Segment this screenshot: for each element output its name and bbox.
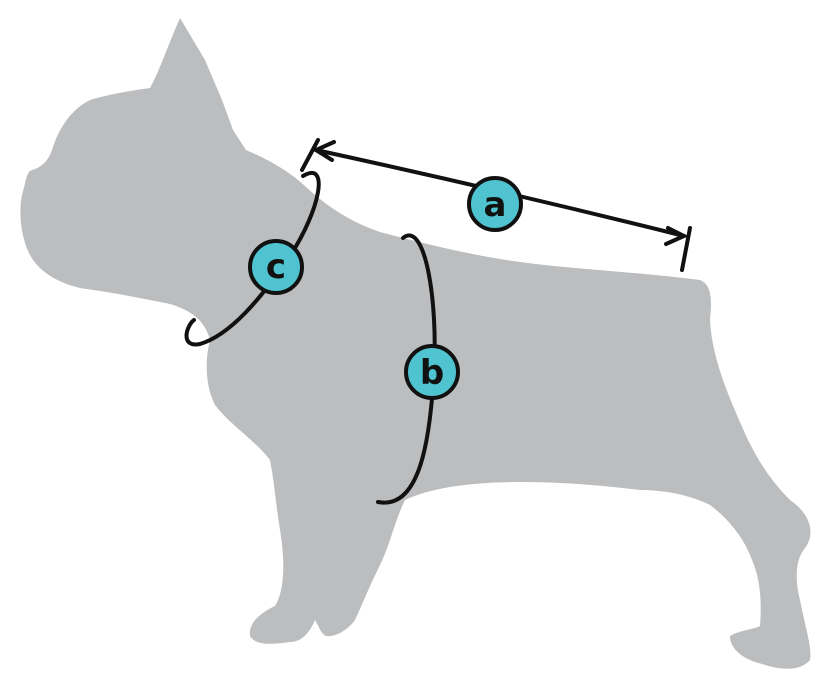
measurement-a-left-tick xyxy=(300,138,320,172)
measurement-c-line xyxy=(184,171,321,347)
badge-a-circle xyxy=(467,176,523,232)
badge-b: b xyxy=(404,344,460,400)
measurement-a-right-arrowhead xyxy=(664,226,689,246)
badge-a-label: a xyxy=(484,185,507,225)
badge-c-label: c xyxy=(266,247,286,287)
measurement-c-arc xyxy=(184,171,321,347)
dog-silhouette xyxy=(20,18,811,669)
dog-body-silhouette xyxy=(20,18,811,669)
badge-a: a xyxy=(467,176,523,232)
badge-b-circle xyxy=(404,344,460,400)
badge-b-label: b xyxy=(420,353,444,393)
badge-c: c xyxy=(248,239,304,295)
measurement-a-left-arrowhead xyxy=(311,140,336,162)
badge-c-circle xyxy=(248,239,304,295)
measurement-a-right-tick xyxy=(680,226,692,272)
